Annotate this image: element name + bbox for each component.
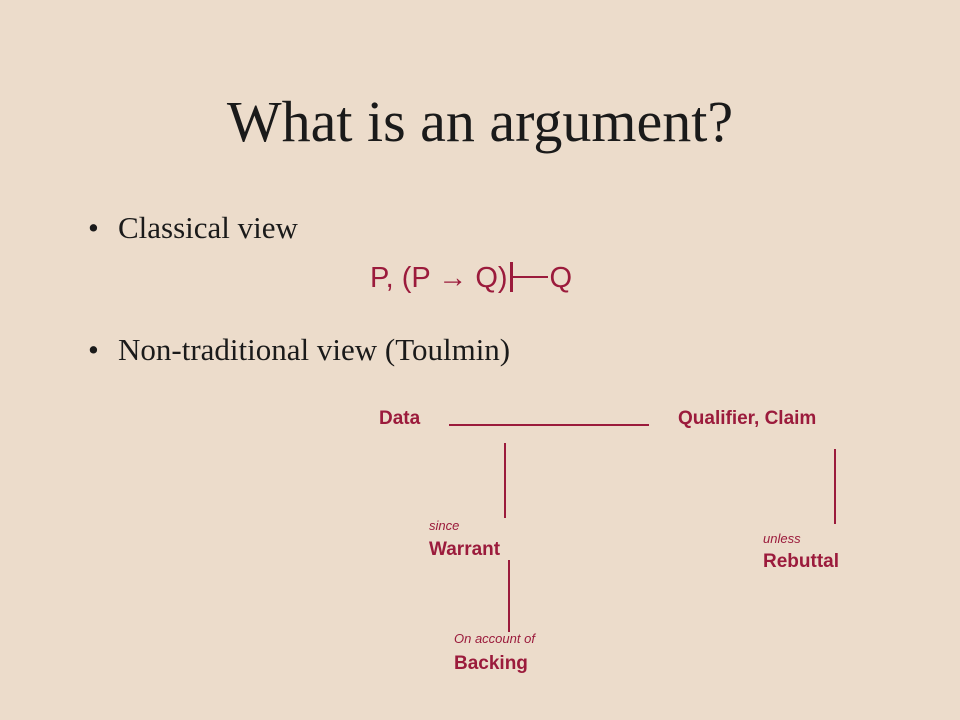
rebuttal-connector [834, 449, 836, 524]
diagram-qualifier-claim: Qualifier, Claim [678, 408, 817, 429]
diagram-since: since [429, 518, 460, 533]
diagram-unless: unless [763, 531, 801, 546]
bullet-marker: • [88, 210, 99, 245]
bullet-text: Classical view [118, 210, 298, 245]
formula-consequent: Q) [475, 262, 508, 294]
diagram-on-account-of: On account of [454, 631, 535, 646]
formula-conclusion: Q [549, 262, 573, 294]
diagram-data: Data [379, 408, 421, 429]
warrant-connector [504, 443, 506, 518]
formula-premises: P, (P [370, 262, 431, 294]
classical-formula: P, (P → Q) Q [370, 262, 572, 295]
bullet-marker: • [88, 332, 99, 367]
turnstile-icon [508, 262, 550, 292]
implies-arrow-icon: → [438, 262, 468, 294]
slide-title: What is an argument? [226, 89, 734, 154]
data-claim-connector [449, 424, 649, 426]
diagram-warrant: Warrant [429, 539, 501, 560]
bullet-classical-view: • Classical view [88, 210, 298, 246]
diagram-rebuttal: Rebuttal [763, 551, 839, 572]
bullet-text: Non-traditional view (Toulmin) [118, 332, 511, 367]
backing-connector [508, 560, 510, 632]
bullet-toulmin-view: • Non-traditional view (Toulmin) [88, 332, 510, 368]
diagram-backing: Backing [454, 653, 528, 674]
